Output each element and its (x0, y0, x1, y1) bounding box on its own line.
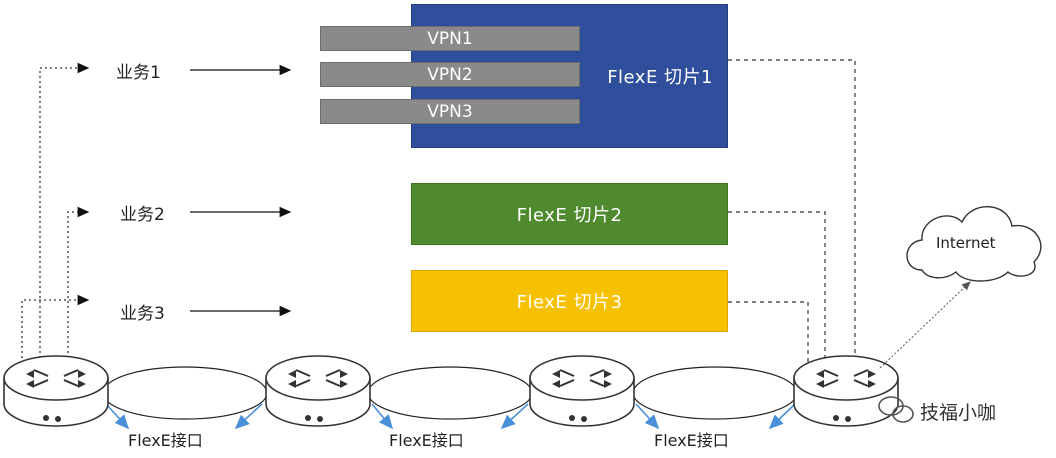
service-dotted-feeds (21, 62, 90, 368)
wechat-icon (878, 396, 914, 423)
internet-cloud-icon (906, 206, 1042, 282)
flexe-interface-label-1: FlexE接口 (128, 431, 203, 450)
flexe-links (102, 366, 798, 420)
flexe-interface-label-3: FlexE接口 (654, 431, 729, 450)
service-arrows (190, 64, 292, 317)
flexe-slice-2-label: FlexE 切片2 (516, 205, 623, 226)
flexe-slice-1-label: FlexE 切片1 (607, 67, 713, 88)
slice-egress-lines (728, 59, 856, 365)
vpn-bar-2-label: VPN2 (427, 64, 473, 85)
flexe-interface-label-2: FlexE接口 (389, 431, 464, 450)
internet-uplink (879, 281, 971, 369)
flexe-slice-2: FlexE 切片2 (411, 183, 728, 245)
router-icon (265, 355, 371, 427)
vpn-bar-3: VPN3 (320, 99, 580, 124)
internet-label: Internet (936, 234, 996, 252)
routers (3, 355, 899, 427)
router-icon (3, 355, 109, 427)
service-3-label: 业务3 (120, 304, 165, 324)
vpn-bar-1-label: VPN1 (427, 28, 473, 49)
router-icon (529, 355, 635, 427)
service-1-label: 业务1 (116, 63, 161, 83)
interface-pointers (105, 403, 796, 430)
flexe-slice-3: FlexE 切片3 (411, 270, 728, 332)
router-icon (793, 355, 899, 427)
flexe-slice-3-label: FlexE 切片3 (516, 292, 623, 313)
vpn-bar-1: VPN1 (320, 26, 580, 51)
vpn-bar-3-label: VPN3 (427, 101, 473, 122)
vpn-bar-2: VPN2 (320, 62, 580, 87)
watermark-label: 技福小咖 (920, 402, 997, 424)
service-2-label: 业务2 (120, 205, 165, 225)
